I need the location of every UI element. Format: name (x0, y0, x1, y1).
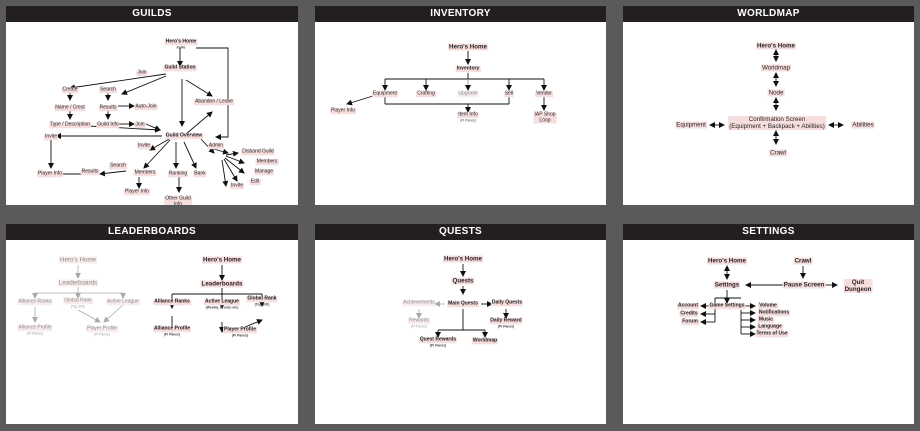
settings-game-settings: Game Settings (708, 302, 746, 309)
panel-title: SETTINGS (623, 224, 914, 240)
inventory-crafting: Crafting (416, 90, 436, 97)
worldmap-connectors (709, 49, 844, 145)
inventory-heros-home: Hero's Home (448, 43, 488, 51)
worldmap-confirmation-screen: Confirmation Screen(Equipment + Backpack… (728, 116, 826, 130)
guilds-search: Search (99, 86, 117, 93)
guilds-auto-join: Auto-Join (134, 103, 158, 110)
worldmap-node: Node (767, 89, 785, 97)
inventory-equipment: Equipment (372, 90, 398, 97)
settings-crawl: Crawl (793, 257, 813, 265)
settings-heros-home: Hero's Home (707, 257, 747, 265)
panel-title: INVENTORY (315, 6, 606, 22)
quests-connectors (416, 264, 509, 338)
inventory-iap-shop-loop: IAP Shop Loop (533, 111, 557, 124)
lb-old-global-rank: Global Rank(Top 100) (63, 297, 93, 308)
guilds-name-crest: Name / Crest (54, 104, 86, 111)
worldmap-heros-home: Hero's Home (756, 42, 796, 50)
guilds-invite-right: Invite (230, 182, 244, 189)
settings-music: Music (757, 316, 775, 323)
settings-quit-dungeon: Quit Dungeon (843, 279, 873, 293)
quests-daily-reward: Daily Reward(Pi Panes) (489, 317, 523, 328)
quests-worldmap: Worldmap (471, 337, 499, 344)
panel-guilds: GUILDS (6, 6, 298, 205)
inventory-item-info: Item Info(Pi Panes) (457, 111, 479, 122)
guilds-invite-left: Invite (44, 133, 58, 140)
settings-notifications: Notifications (757, 309, 791, 316)
lb-global-rank: Global Rank(Top 100) (246, 295, 278, 306)
settings-forum: Forum (681, 318, 699, 325)
inventory-player-info: Player Info (330, 107, 356, 114)
panel-inventory: INVENTORY Hero's Home (315, 6, 606, 205)
panel-worldmap: WORLDMAP Hero's Home Worldmap Node Confi… (623, 6, 914, 205)
worldmap-equipment: Equipment (675, 121, 707, 129)
guilds-disband-guild: Disband Guild (241, 148, 275, 155)
guilds-admin: Admin (207, 142, 225, 149)
quests-rewards: Rewards(Pi Panes) (408, 317, 430, 328)
guilds-abandon-leave: Abandon / Leave (194, 98, 234, 105)
lb-alliance-profile: Alliance Profile(Pi Panes) (152, 325, 192, 336)
guilds-other-guild-info: Other Guild Info (164, 196, 192, 205)
settings-volume: Volume (758, 302, 778, 309)
guilds-join-top: Join (136, 69, 148, 76)
panel-title: WORLDMAP (623, 6, 914, 22)
lb-old-player-profile: Player Profile(Pi Panes) (86, 325, 118, 336)
settings-language: Language (757, 323, 783, 330)
guilds-ranking: Ranking (167, 170, 189, 177)
inventory-inventory: Inventory (455, 65, 481, 72)
guilds-members-2: Members (255, 158, 279, 165)
guilds-invite-mid: Invite (137, 142, 151, 149)
quests-quest-rewards: Quest Rewards(Pi Panes) (418, 336, 458, 347)
panel-quests: QUESTS Hero's Home Quests Achievements (315, 224, 606, 424)
inventory-vendor: Vendor (535, 90, 553, 97)
lb-player-profile: Player Profile(Pi Panes) (223, 326, 257, 337)
lb-old-heros-home: Hero's Home (59, 256, 97, 264)
settings-terms-of-use: Terms of Use (755, 330, 789, 337)
quests-daily-quests: Daily Quests (490, 299, 524, 306)
panel-title: LEADERBOARDS (6, 224, 298, 240)
quests-main-quests: Main Quests (447, 300, 479, 307)
settings-credits: Credits (679, 310, 699, 317)
lb-old-alliance-profile: Alliance Profile(Pi Panes) (17, 324, 53, 335)
guilds-create: Create (61, 86, 79, 93)
guilds-player-info-left: Player Info (37, 170, 63, 177)
guilds-edit: Edit (249, 178, 261, 185)
inventory-sell: Sell (503, 90, 515, 97)
guilds-player-info-bottom: Player Info (124, 188, 150, 195)
panel-leaderboards: LEADERBOARDS (6, 224, 298, 424)
guilds-results: Results (98, 104, 118, 111)
guilds-type-description: Type / Description (48, 121, 92, 128)
guilds-search-2: Search (109, 162, 127, 169)
guilds-members: Members (133, 169, 157, 176)
worldmap-abilities: Abilities (851, 121, 875, 129)
guilds-results-2: Results (80, 168, 100, 175)
settings-settings: Settings (713, 281, 741, 289)
panel-title: GUILDS (6, 6, 298, 22)
guilds-guild-info: Guild Info (96, 121, 120, 128)
quests-quests: Quests (451, 277, 475, 285)
guilds-manage: Manage (253, 168, 275, 175)
lb-active-league: Active League(Weekly, Bronze etc) (204, 298, 240, 309)
lb-old-active-league: Active League (106, 298, 140, 305)
guilds-bank: Bank (193, 170, 207, 177)
lb-heros-home: Hero's Home (202, 256, 242, 264)
inventory-upgrade: Upgrade (457, 90, 479, 97)
panel-settings: SETTINGS (623, 224, 914, 424)
worldmap-crawl: Crawl (769, 149, 787, 157)
lb-old-alliance-ranks: Alliance Ranks (17, 298, 53, 305)
settings-pause-screen: Pause Screen (782, 281, 826, 289)
guilds-join-mid: Join (134, 121, 146, 128)
guilds-guild-overview: Guild Overview (164, 132, 204, 139)
lb-alliance-ranks: Alliance Ranks (153, 298, 191, 305)
settings-account: Account (677, 302, 699, 309)
lb-old-leaderboards: Leaderboards (57, 279, 99, 287)
settings-connectors (700, 265, 838, 337)
worldmap-worldmap: Worldmap (760, 64, 792, 72)
guilds-guild-station: Guild Station (163, 64, 197, 71)
lb-leaderboards: Leaderboards (200, 280, 244, 288)
inventory-connectors (346, 51, 547, 113)
quests-heros-home: Hero's Home (443, 255, 483, 263)
panel-title: QUESTS (315, 224, 606, 240)
quests-achievements: Achievements (402, 299, 436, 306)
